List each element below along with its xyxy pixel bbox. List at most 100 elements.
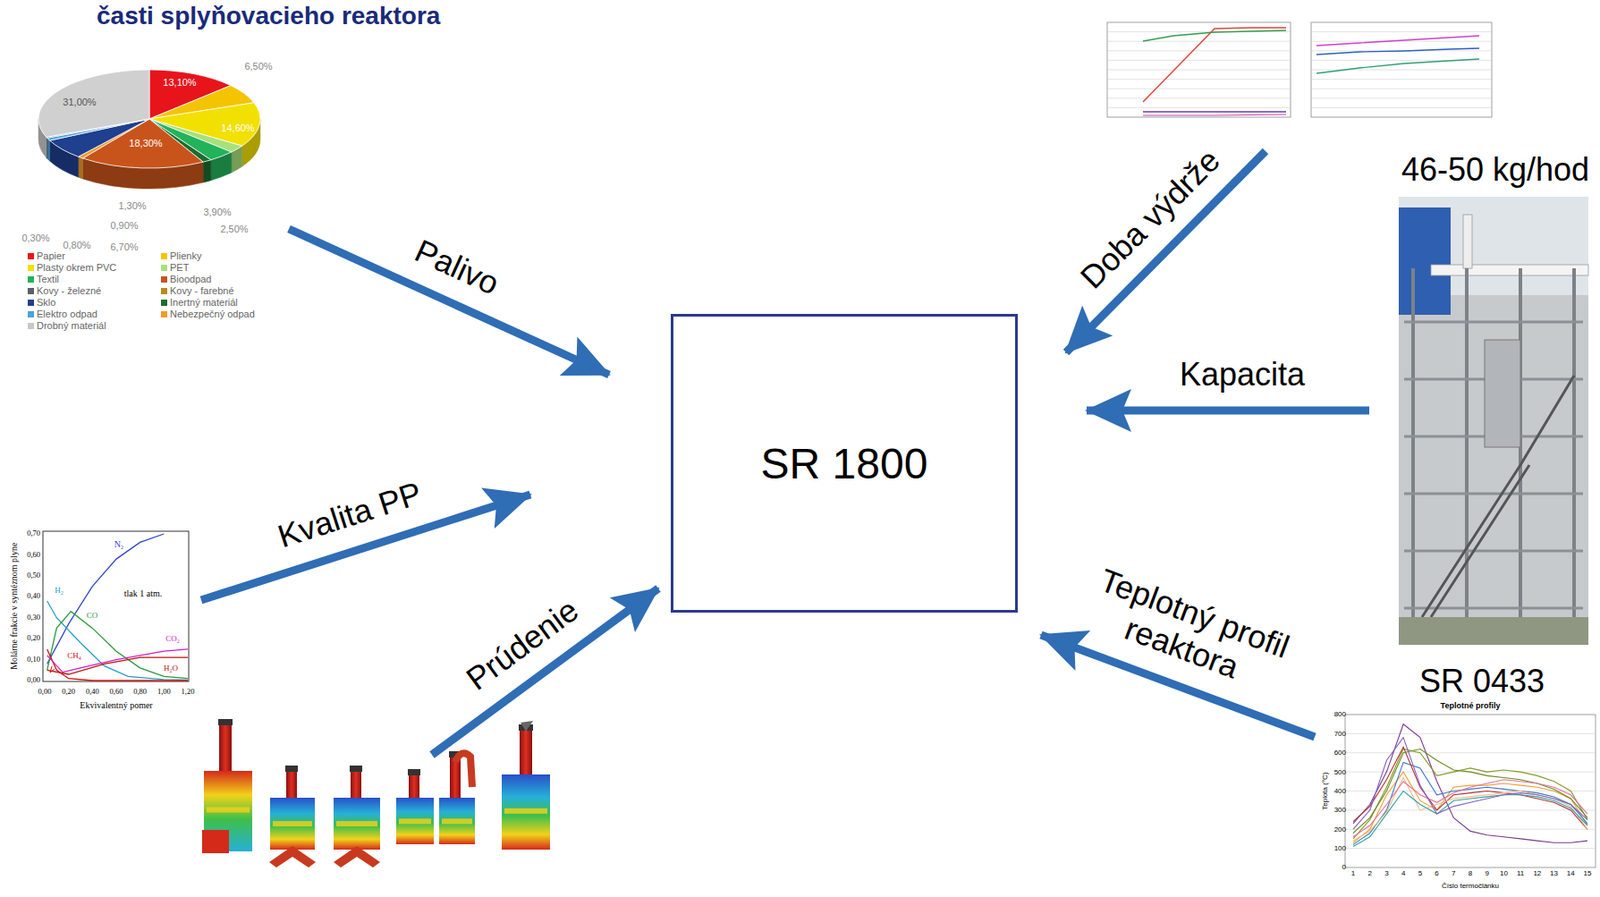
photo-scaffold <box>1404 607 1584 610</box>
chart-text: 500 <box>1334 768 1347 777</box>
chart-text: 0,00 <box>26 676 41 686</box>
chart-text: Číslo termočlánku <box>1441 881 1499 890</box>
grid-line <box>1107 59 1291 61</box>
chart-text: Ekvivalentný pomer <box>79 700 153 712</box>
cfd-tower <box>219 724 232 771</box>
flow-arrow <box>431 588 659 755</box>
pie-value: 0,80% <box>62 239 91 252</box>
pie-side <box>203 160 212 183</box>
chart-text: 0 <box>1342 863 1347 872</box>
chart-text: 0,40 <box>26 592 41 602</box>
mini-chart-line <box>1142 27 1287 102</box>
cfd-tower <box>519 729 533 775</box>
legend-swatch <box>160 311 168 318</box>
chart-text: 0,30 <box>26 613 41 623</box>
reactor-box: SR 1800 <box>670 313 1018 613</box>
picture-caption: 46-50 kg/hod <box>1401 151 1590 188</box>
pie-side <box>78 156 84 179</box>
temperature-line <box>1353 771 1588 843</box>
chart-text: 0,80 <box>133 687 147 697</box>
temperature-line <box>1353 749 1588 834</box>
chart-text: 14 <box>1566 869 1575 878</box>
photo-scaffold <box>1404 321 1584 324</box>
chart-text: 12 <box>1532 869 1541 878</box>
pie-value: 3,90% <box>203 206 231 219</box>
cfd-inlet <box>202 829 229 854</box>
chart-text: CH₄ <box>66 651 83 661</box>
chart-text: H₂ <box>53 585 65 595</box>
arrow-label: Kvalita PP <box>273 474 427 556</box>
cfd-band <box>398 818 432 824</box>
pie-value: 0,30% <box>21 232 50 245</box>
pie-value: 0,90% <box>110 220 138 232</box>
legend-swatch <box>160 287 168 295</box>
chart-text: 3 <box>1384 869 1389 878</box>
grid-line <box>1107 50 1291 51</box>
pie-value: 31,00% <box>62 96 96 109</box>
grid-line <box>1345 829 1596 830</box>
cfd-body <box>270 797 315 850</box>
legend-swatch <box>160 276 168 283</box>
photo-building <box>1398 295 1589 645</box>
cfd-band <box>206 807 250 813</box>
cfd-body <box>333 797 381 850</box>
flow-arrow <box>1086 406 1370 415</box>
legend-swatch <box>27 311 34 318</box>
chart-text: 700 <box>1334 729 1347 738</box>
flow-arrow <box>288 228 610 375</box>
cfd-band <box>504 808 548 814</box>
chart-text: Teplotné profily <box>1440 701 1501 711</box>
legend-text: Plienky <box>169 250 202 263</box>
legend-swatch <box>27 253 34 260</box>
cfd-cap <box>218 719 233 726</box>
equilibrium-curve <box>47 649 188 673</box>
grid-line <box>1311 88 1492 90</box>
chart-text: 600 <box>1334 748 1347 757</box>
cfd-body <box>396 797 434 845</box>
equilibrium-curve <box>47 649 188 681</box>
chart-text: N₂ <box>113 539 126 551</box>
arrow-label: Kapacita <box>1179 355 1305 393</box>
chart-text: 1,00 <box>157 687 171 697</box>
chart-text: Teplota (°C) <box>1320 772 1329 811</box>
chart-text: 0,20 <box>61 687 76 697</box>
chart-text: 400 <box>1334 787 1347 796</box>
grid-line <box>1107 97 1291 99</box>
cfd-tower <box>350 770 362 798</box>
legend-text: Drobný materiál <box>36 320 107 332</box>
mini-chart-line <box>1316 35 1480 46</box>
pie-side <box>47 137 51 161</box>
grid-line <box>1345 733 1596 735</box>
chart-text: 4 <box>1401 869 1406 878</box>
mini-chart-line <box>1316 48 1480 55</box>
chart-text: Molárne frakcie v syntéznom plyne <box>8 542 20 670</box>
pie-value: 6,70% <box>110 241 138 254</box>
chart-text: 5 <box>1418 869 1423 878</box>
chart-text: 9 <box>1484 869 1489 878</box>
cfd-cap <box>285 765 298 772</box>
legend-text: PET <box>169 262 189 274</box>
photo-scaffold <box>1404 492 1584 496</box>
chart-frame <box>42 531 189 682</box>
cfd-tower <box>286 770 297 798</box>
mini-chart-line <box>1142 110 1287 112</box>
legend-text: Elektro odpad <box>36 308 98 321</box>
chart-text: CO <box>85 610 100 620</box>
cfd-band <box>336 821 378 827</box>
cfd-body <box>439 797 475 845</box>
chart-text: 0,20 <box>26 634 41 644</box>
grid-line <box>1345 752 1596 754</box>
pie-value: 18,30% <box>128 137 162 150</box>
temperature-line <box>1353 761 1588 845</box>
chart-text: 1,20 <box>181 687 195 697</box>
grid-line <box>1311 97 1492 99</box>
chart-text: 6 <box>1434 869 1439 878</box>
grid-line <box>1311 107 1492 109</box>
grid-line <box>1311 31 1492 33</box>
temperature-line <box>1353 749 1588 839</box>
chart-text: H₂O <box>162 663 179 673</box>
chart-text: 0,60 <box>110 687 124 697</box>
mini-chart-line <box>1142 114 1287 116</box>
diagram-title: časti splyňovacieho reaktora <box>96 1 441 31</box>
temperature-line <box>1353 779 1588 838</box>
